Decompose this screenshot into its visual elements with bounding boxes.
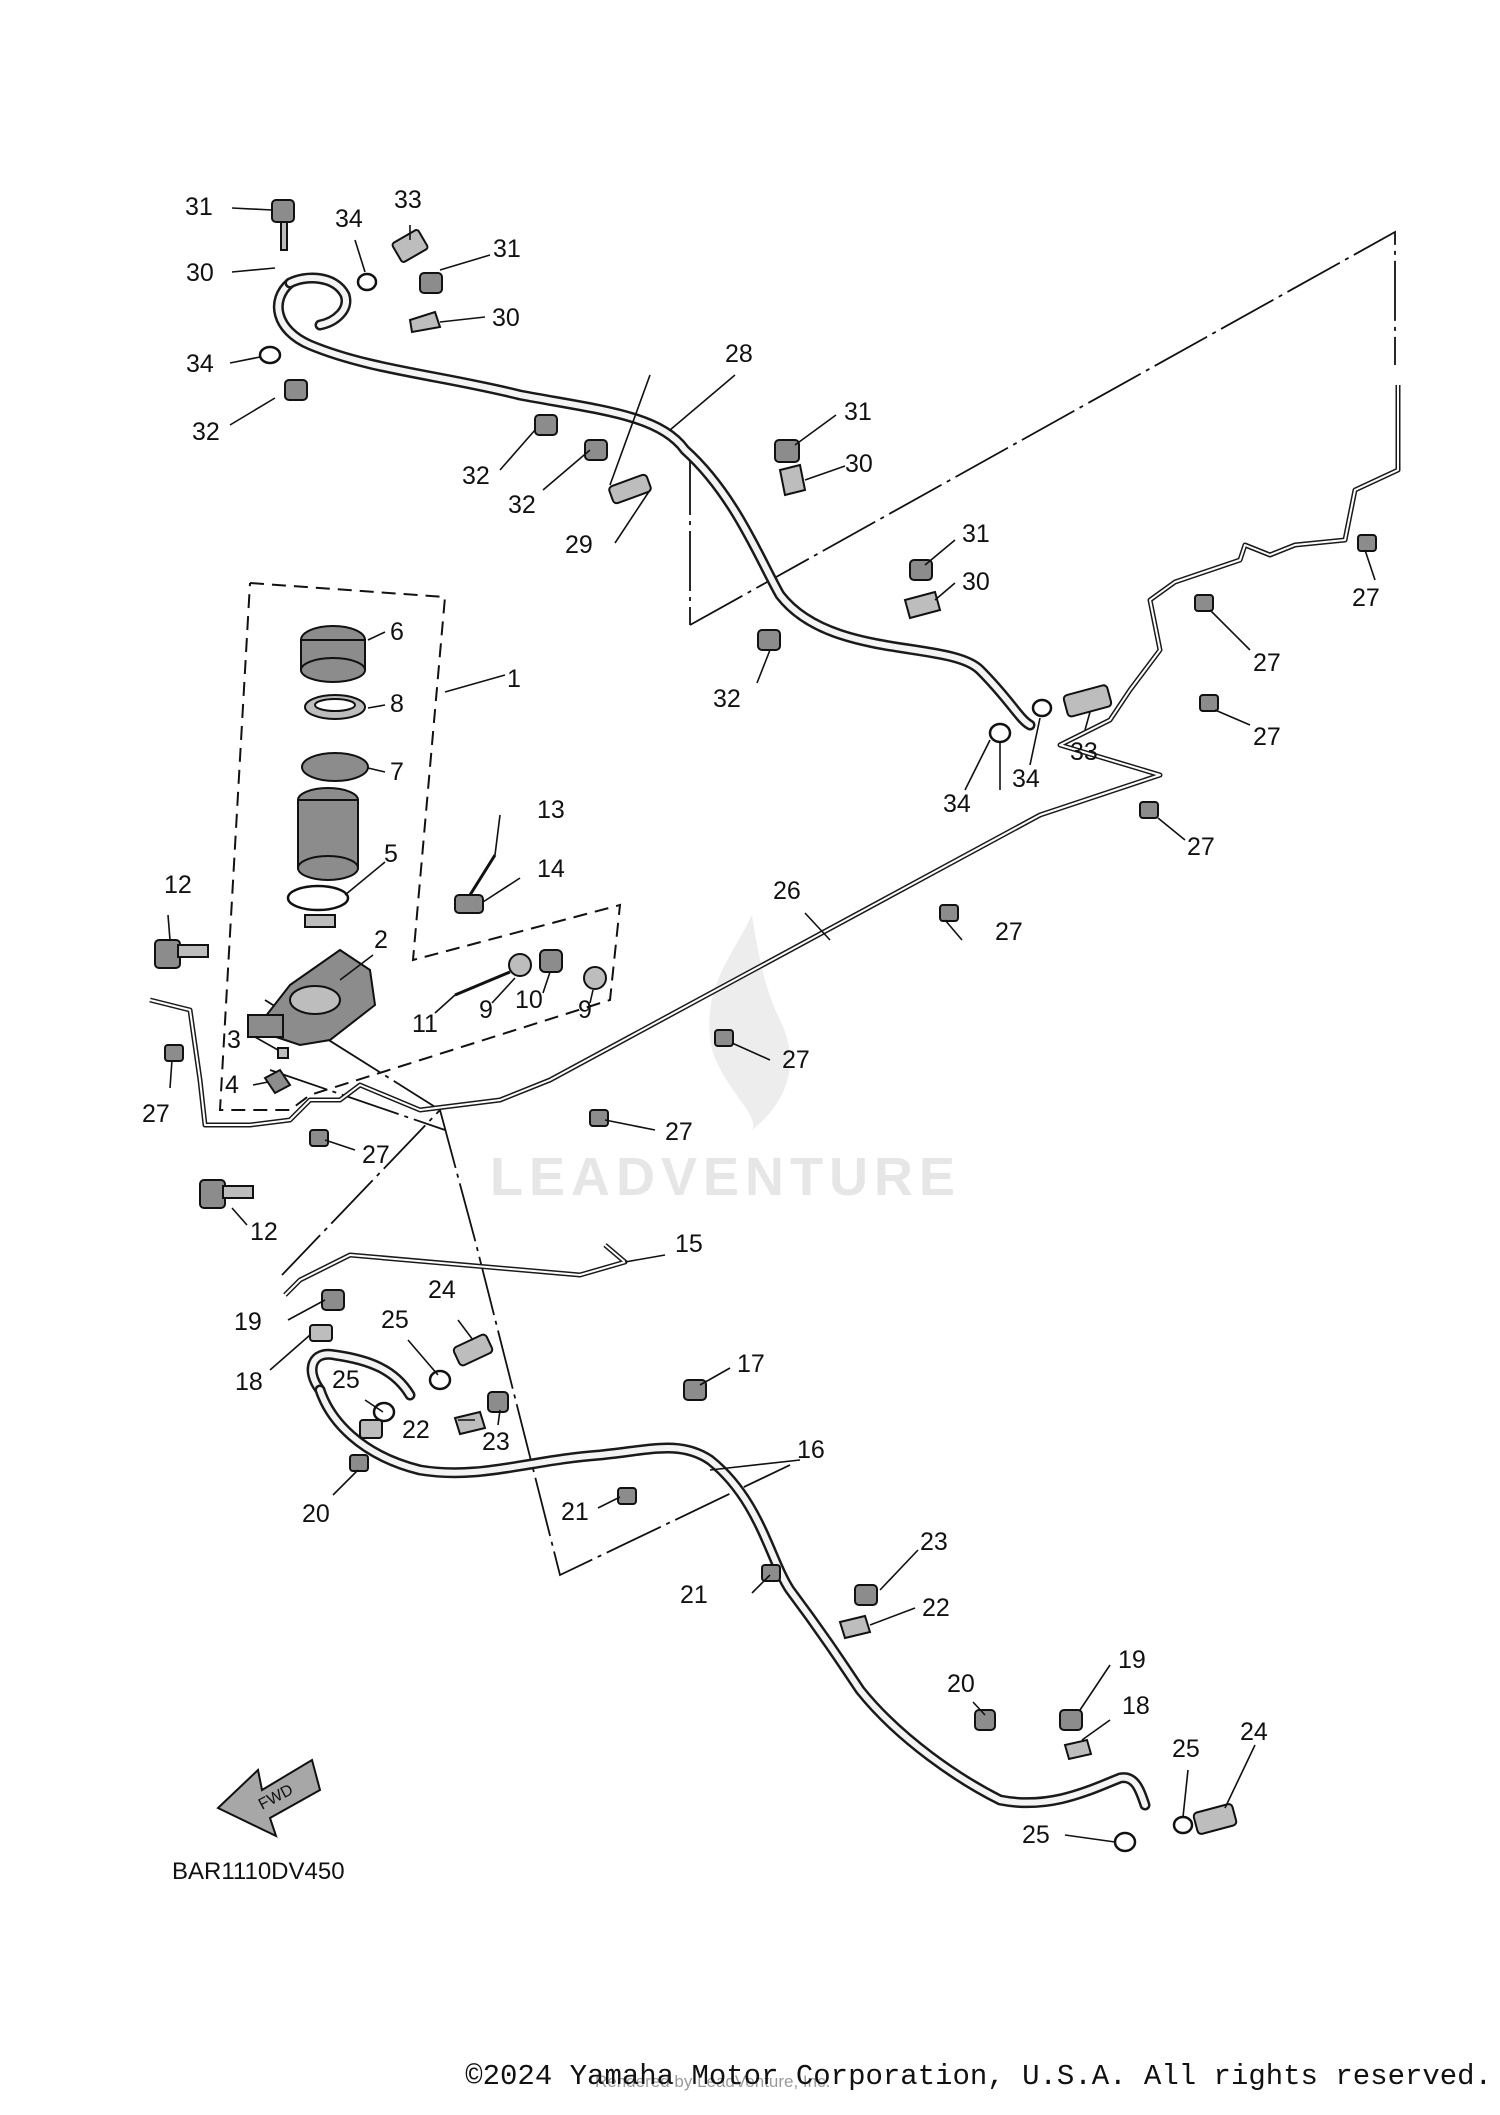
callout-34: 34 — [186, 350, 214, 378]
callout-23: 23 — [482, 1428, 510, 1456]
callout-31: 31 — [493, 235, 521, 263]
callout-12: 12 — [164, 871, 192, 899]
callout-16: 16 — [797, 1436, 825, 1464]
lower-fittings — [309, 1289, 1238, 1853]
callout-19: 19 — [234, 1308, 262, 1336]
callout-27: 27 — [782, 1046, 810, 1074]
upper-fittings — [164, 199, 1377, 1147]
callout-31: 31 — [962, 520, 990, 548]
callout-labels: 31 34 33 31 30 30 34 32 28 31 30 32 32 2… — [142, 186, 1380, 1849]
callout-30: 30 — [186, 259, 214, 287]
callout-27: 27 — [1253, 649, 1281, 677]
master-cylinder-parts — [154, 625, 607, 1209]
leader-lines — [167, 207, 1376, 1843]
callout-24: 24 — [1240, 1718, 1268, 1746]
watermark-text: LEADVENTURE — [490, 1147, 961, 1207]
callout-24: 24 — [428, 1276, 456, 1304]
callout-27: 27 — [995, 918, 1023, 946]
callout-25: 25 — [381, 1306, 409, 1334]
rendered-by-text: Rendered by LeadVenture, Inc. — [595, 2072, 831, 2091]
callout-30: 30 — [962, 568, 990, 596]
callout-20: 20 — [302, 1500, 330, 1528]
callout-30: 30 — [492, 304, 520, 332]
callout-27: 27 — [665, 1118, 693, 1146]
callout-32: 32 — [192, 418, 220, 446]
callout-32: 32 — [713, 685, 741, 713]
callout-1: 1 — [507, 665, 521, 693]
fwd-arrow-icon: FWD — [216, 1758, 322, 1838]
callout-10: 10 — [515, 986, 543, 1014]
callout-22: 22 — [922, 1594, 950, 1622]
callout-22: 22 — [402, 1416, 430, 1444]
callout-25: 25 — [1022, 1821, 1050, 1849]
kit-boundary — [218, 582, 622, 1111]
callout-21: 21 — [680, 1581, 708, 1609]
callout-14: 14 — [537, 855, 565, 883]
callout-17: 17 — [737, 1350, 765, 1378]
callout-27: 27 — [1352, 584, 1380, 612]
callout-21: 21 — [561, 1498, 589, 1526]
callout-34: 34 — [943, 790, 971, 818]
callout-32: 32 — [508, 491, 536, 519]
watermark: LEADVENTURE — [490, 915, 961, 1207]
callout-25: 25 — [332, 1366, 360, 1394]
callout-29: 29 — [565, 531, 593, 559]
copyright-text: ©2024 Yamaha Motor Corporation, U.S.A. A… — [465, 2060, 1492, 2093]
callout-23: 23 — [920, 1528, 948, 1556]
callout-2: 2 — [374, 926, 388, 954]
callout-8: 8 — [390, 690, 404, 718]
callout-27: 27 — [362, 1141, 390, 1169]
callout-34: 34 — [1012, 765, 1040, 793]
callout-31: 31 — [844, 398, 872, 426]
callout-15: 15 — [675, 1230, 703, 1258]
callout-33: 33 — [1070, 738, 1098, 766]
callout-27: 27 — [1187, 833, 1215, 861]
callout-20: 20 — [947, 1670, 975, 1698]
callout-31: 31 — [185, 193, 213, 221]
callout-25: 25 — [1172, 1735, 1200, 1763]
callout-30: 30 — [845, 450, 873, 478]
callout-4: 4 — [225, 1071, 239, 1099]
callout-12: 12 — [250, 1218, 278, 1246]
brake-pipe-26 — [149, 385, 1401, 1128]
callout-13: 13 — [537, 796, 565, 824]
callout-33: 33 — [394, 186, 422, 214]
callout-9: 9 — [578, 996, 592, 1024]
callout-34: 34 — [335, 205, 363, 233]
callout-3: 3 — [227, 1026, 241, 1054]
callout-9: 9 — [479, 996, 493, 1024]
diagram-code: BAR1110DV450 — [172, 1858, 345, 1885]
callout-32: 32 — [462, 462, 490, 490]
callout-6: 6 — [390, 618, 404, 646]
callout-18: 18 — [1122, 1692, 1150, 1720]
callout-26: 26 — [773, 877, 801, 905]
callout-5: 5 — [384, 840, 398, 868]
callout-27: 27 — [142, 1100, 170, 1128]
callout-7: 7 — [390, 758, 404, 786]
callout-18: 18 — [235, 1368, 263, 1396]
upper-brake-hose — [272, 272, 1036, 731]
lower-brake-hose — [306, 1348, 1151, 1811]
callout-11: 11 — [412, 1010, 438, 1038]
callout-28: 28 — [725, 340, 753, 368]
callout-19: 19 — [1118, 1646, 1146, 1674]
callout-27: 27 — [1253, 723, 1281, 751]
